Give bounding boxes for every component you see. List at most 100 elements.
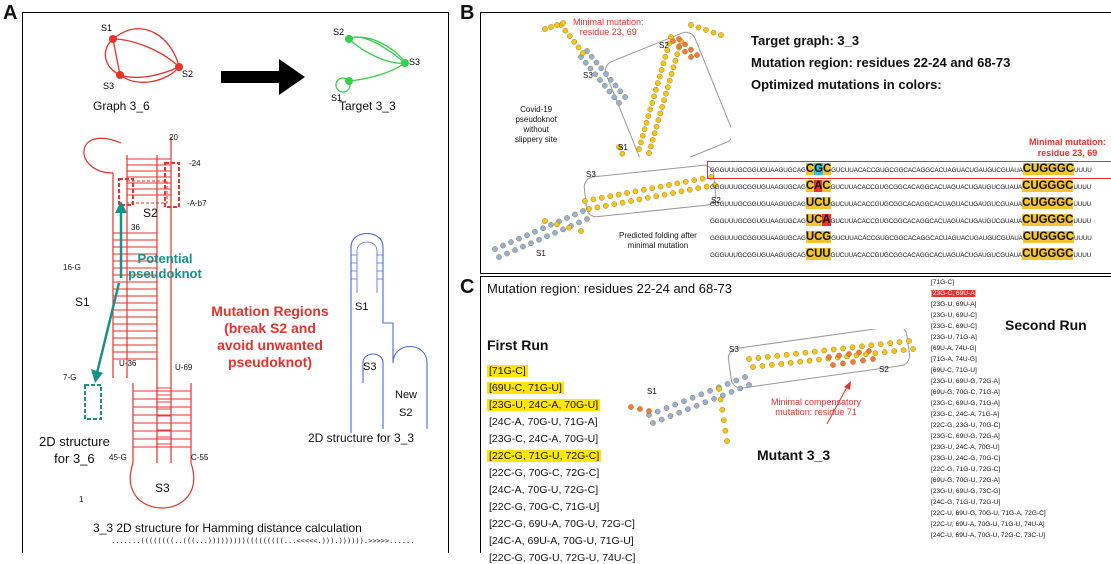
nucleotide-dot: [603, 71, 609, 77]
sequence-suffix: UUUU: [1073, 184, 1092, 191]
second-run-item: [24C-G, 71G-U, 72G-U]: [931, 499, 1001, 506]
nucleotide-dot: [682, 178, 689, 185]
nucleotide-dot: [542, 26, 548, 32]
first-run-item: [24C-A, 69U-A, 70G-U, 71G-U]: [489, 535, 634, 547]
nucleotide-dot: [601, 82, 608, 89]
minimal-top-line: residue 23, 69: [579, 27, 637, 37]
nucleotide-dot: [900, 347, 907, 353]
mutation-base: C: [1022, 214, 1031, 226]
sequence-row: GGGUUUGCGGUGUAAGUGCAGCGCGUCUUACACCGUGCGG…: [710, 163, 1092, 175]
sequence-suffix: UUUU: [1073, 218, 1092, 225]
nucleotide-dot: [657, 110, 664, 117]
second-run-item: [24C-U, 69U-A, 70G-U, 72G-C, 73C-U]: [931, 532, 1045, 539]
nucleotide-dot: [896, 339, 903, 345]
structure-3-6-line: 2D structure: [39, 434, 110, 449]
mutation-regions-line: avoid unwanted: [217, 337, 323, 353]
nucleotide-dot: [548, 24, 554, 30]
nucleotide-dot: [881, 349, 888, 355]
structure-3-3-label: 2D structure for 3_3: [308, 431, 415, 445]
optimized-title: Optimized mutations in colors:: [751, 77, 942, 92]
nucleotide-dot: [759, 363, 766, 369]
nucleotide-dot: [540, 225, 546, 232]
sequence-row: GGGUUUGCGGUGUAAGUGCAGUCUGUCUUACACCGUGCGG…: [710, 197, 1091, 209]
nucleotide-dot: [655, 117, 662, 123]
nucleotide-dot: [504, 250, 510, 257]
sequence-middle: GUCUUACACCGUGCGGCACAGGCACUAGUACUGAUGUCGU…: [831, 235, 1023, 242]
c-s3-label: S3: [729, 345, 739, 354]
nucleotide-dot: [718, 32, 724, 38]
nucleotide-dot: [636, 196, 643, 203]
nucleotide-dot: [524, 232, 530, 238]
covid-line: slippery site: [515, 135, 558, 144]
second-run-item: [22C-G, 71G-U, 72G-C]: [931, 466, 1001, 473]
sequence-middle: GUCUUACACCGUGCGGCACAGGCACUAGUACUGAUGUCGU…: [830, 252, 1023, 259]
right-s1-label: S1: [355, 301, 369, 313]
mutation-base: A: [822, 214, 831, 226]
nucleotide-dot: [615, 191, 622, 198]
residue-label: U-69: [175, 363, 193, 372]
sequence-middle: GUCUUACACCGUGCGGCACAGGCACUAGUACUGAUGUCGU…: [830, 184, 1023, 191]
nucleotide-dot: [552, 230, 558, 236]
sequence-prefix: GGGUUUGCGGUGUAAGUGCAG: [710, 167, 806, 174]
first-run-item: [22C-G, 70G-C, 71G-U]: [489, 501, 600, 513]
b-s1-label: S1: [618, 143, 628, 152]
first-run-item: [22C-G, 69U-A, 70G-U, 72G-C]: [489, 518, 635, 530]
nucleotide-dot: [500, 242, 506, 249]
first-run-item: [22C-G, 70G-U, 72G-U, 74U-C]: [489, 552, 636, 564]
nucleotide-dot: [520, 243, 526, 250]
first-run-item: [22C-G, 71G-U, 72G-C]: [487, 450, 602, 462]
nucleotide-dot: [662, 53, 669, 60]
second-run-item: [23G-U, 69U-A]: [931, 301, 977, 308]
residue-label: 1: [79, 495, 84, 504]
panel-b-letter: B: [460, 2, 475, 24]
sequence-suffix: UUUU: [1073, 201, 1092, 208]
nucleotide-dot: [654, 408, 661, 415]
nucleotide-dot: [668, 71, 675, 77]
nucleotide-dot: [860, 357, 866, 364]
nucleotide-dot: [716, 386, 722, 392]
b-s2-label: S2: [659, 41, 669, 50]
nucleotide-dot: [512, 247, 518, 253]
nucleotide-dot: [849, 344, 856, 351]
first-run-item: [71G-C]: [487, 365, 528, 377]
nucleotide-dot: [812, 348, 818, 355]
nucleotide-dot: [666, 40, 672, 47]
mutation-base: C: [822, 180, 831, 192]
nucleotide-dot: [672, 57, 679, 64]
nucleotide-dot: [787, 359, 794, 366]
nucleotide-dot: [703, 183, 710, 190]
first-run-item: [24C-A, 70G-U, 72G-C]: [489, 484, 599, 496]
nucleotide-dot: [542, 218, 548, 224]
nucleotide-dot: [492, 246, 498, 252]
mutation-base: C: [805, 180, 815, 192]
residue-label: 7-G: [63, 373, 77, 382]
panel-c: Mutation region: residues 22-24 and 68-7…: [480, 276, 1111, 564]
nucleotide-dot: [661, 97, 667, 104]
nucleotide-dot: [598, 65, 605, 72]
nucleotide-dot: [653, 123, 660, 130]
structure-3-3-drawing: [350, 233, 428, 433]
nucleotide-dot: [659, 104, 665, 110]
second-run-item: [23G-U, 69U-G, 73C-G]: [931, 488, 1001, 495]
mutation-regions-line: (break S2 and: [224, 320, 316, 336]
mutation-base: C: [805, 163, 815, 175]
nucleotide-dot: [793, 350, 799, 357]
mutation-base: U: [805, 231, 815, 243]
nucleotide-dot: [611, 201, 617, 208]
minimal-mutation-top-label: Minimal mutation: residue 23, 69: [573, 17, 644, 37]
panel-b: Minimal mutation: residue 23, 69 Covid-1…: [480, 12, 1111, 274]
second-run-item: [69U-A, 74U-G]: [931, 345, 977, 352]
nucleotide-dot: [584, 216, 590, 222]
b-s3-pred-label: S3: [586, 170, 596, 179]
nucleotide-dot: [640, 186, 647, 193]
nucleotide-dot: [594, 204, 601, 211]
mutation-regions-line: pseudoknot): [228, 354, 312, 370]
nucleotide-dot: [656, 73, 663, 80]
nucleotide-dot: [710, 29, 717, 36]
nucleotide-dot: [746, 356, 752, 362]
nucleotide-dot: [593, 59, 600, 66]
nucleotide-dot: [906, 338, 912, 344]
target-graph-title: Target graph: 3_3: [751, 33, 860, 48]
nucleotide-dot: [695, 24, 702, 31]
second-run-item: [69U-G, 70G-U, 72G-A]: [931, 477, 1000, 484]
